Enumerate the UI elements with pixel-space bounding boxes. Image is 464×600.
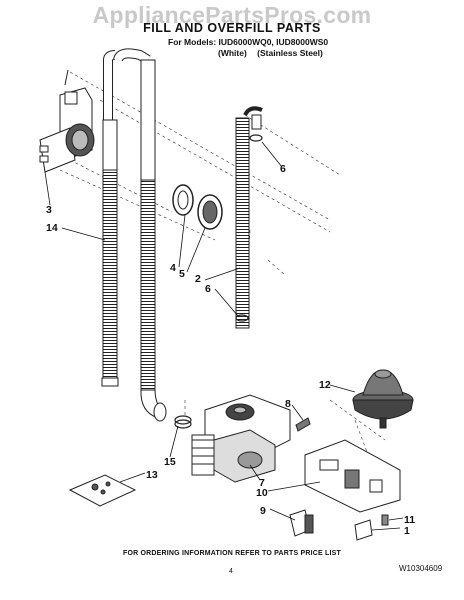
callout-11: 11 — [404, 514, 416, 526]
callout-14: 14 — [46, 222, 58, 234]
callout-6-top: 6 — [280, 163, 286, 175]
document-id: W10304609 — [399, 564, 443, 573]
part-5-ring — [197, 194, 223, 230]
part-6-clamp-top — [249, 134, 263, 142]
models-line: For Models: IUD6000WQ0, IUD8000WS0 — [168, 37, 329, 47]
guide-lines — [59, 71, 386, 501]
callout-5: 5 — [179, 268, 185, 280]
part-12-float — [352, 369, 414, 429]
callout-3: 3 — [46, 204, 52, 216]
callout-9: 9 — [260, 505, 266, 517]
ordering-note: FOR ORDERING INFORMATION REFER TO PARTS … — [122, 550, 342, 557]
part-6-clamp-bottom — [235, 314, 249, 322]
part-14-hose — [101, 48, 167, 422]
color-white: (White) — [218, 48, 247, 58]
watermark: AppliancePartsPros.com — [92, 2, 372, 28]
color-variants: (White) (Stainless Steel) — [218, 48, 331, 58]
callout-1: 1 — [404, 525, 410, 537]
part-7-fill-valve — [191, 394, 291, 483]
callout-12: 12 — [319, 379, 331, 391]
part-8-screw — [295, 417, 311, 432]
callout-10: 10 — [256, 487, 268, 499]
part-2-coil-hose — [235, 106, 263, 329]
page-number: 4 — [229, 568, 233, 575]
page-title: FILL AND OVERFILL PARTS — [143, 21, 321, 35]
callout-2: 2 — [195, 273, 201, 285]
part-15-clamp — [174, 415, 192, 429]
callout-13: 13 — [146, 469, 158, 481]
part-9-switch — [289, 509, 314, 537]
part-4-ring — [172, 184, 194, 216]
part-3-bracket — [39, 69, 95, 173]
leader-lines — [44, 141, 404, 531]
callout-7: 7 — [259, 477, 265, 489]
part-1-actuator — [354, 519, 373, 541]
part-13-plate — [68, 474, 137, 507]
callout-15: 15 — [164, 456, 176, 468]
part-11-screw — [381, 514, 389, 526]
color-stainless: (Stainless Steel) — [257, 48, 323, 58]
part-10-switch-bracket — [304, 439, 401, 513]
callout-4: 4 — [170, 262, 176, 274]
callout-8: 8 — [285, 398, 291, 410]
callout-6-bottom: 6 — [205, 283, 211, 295]
